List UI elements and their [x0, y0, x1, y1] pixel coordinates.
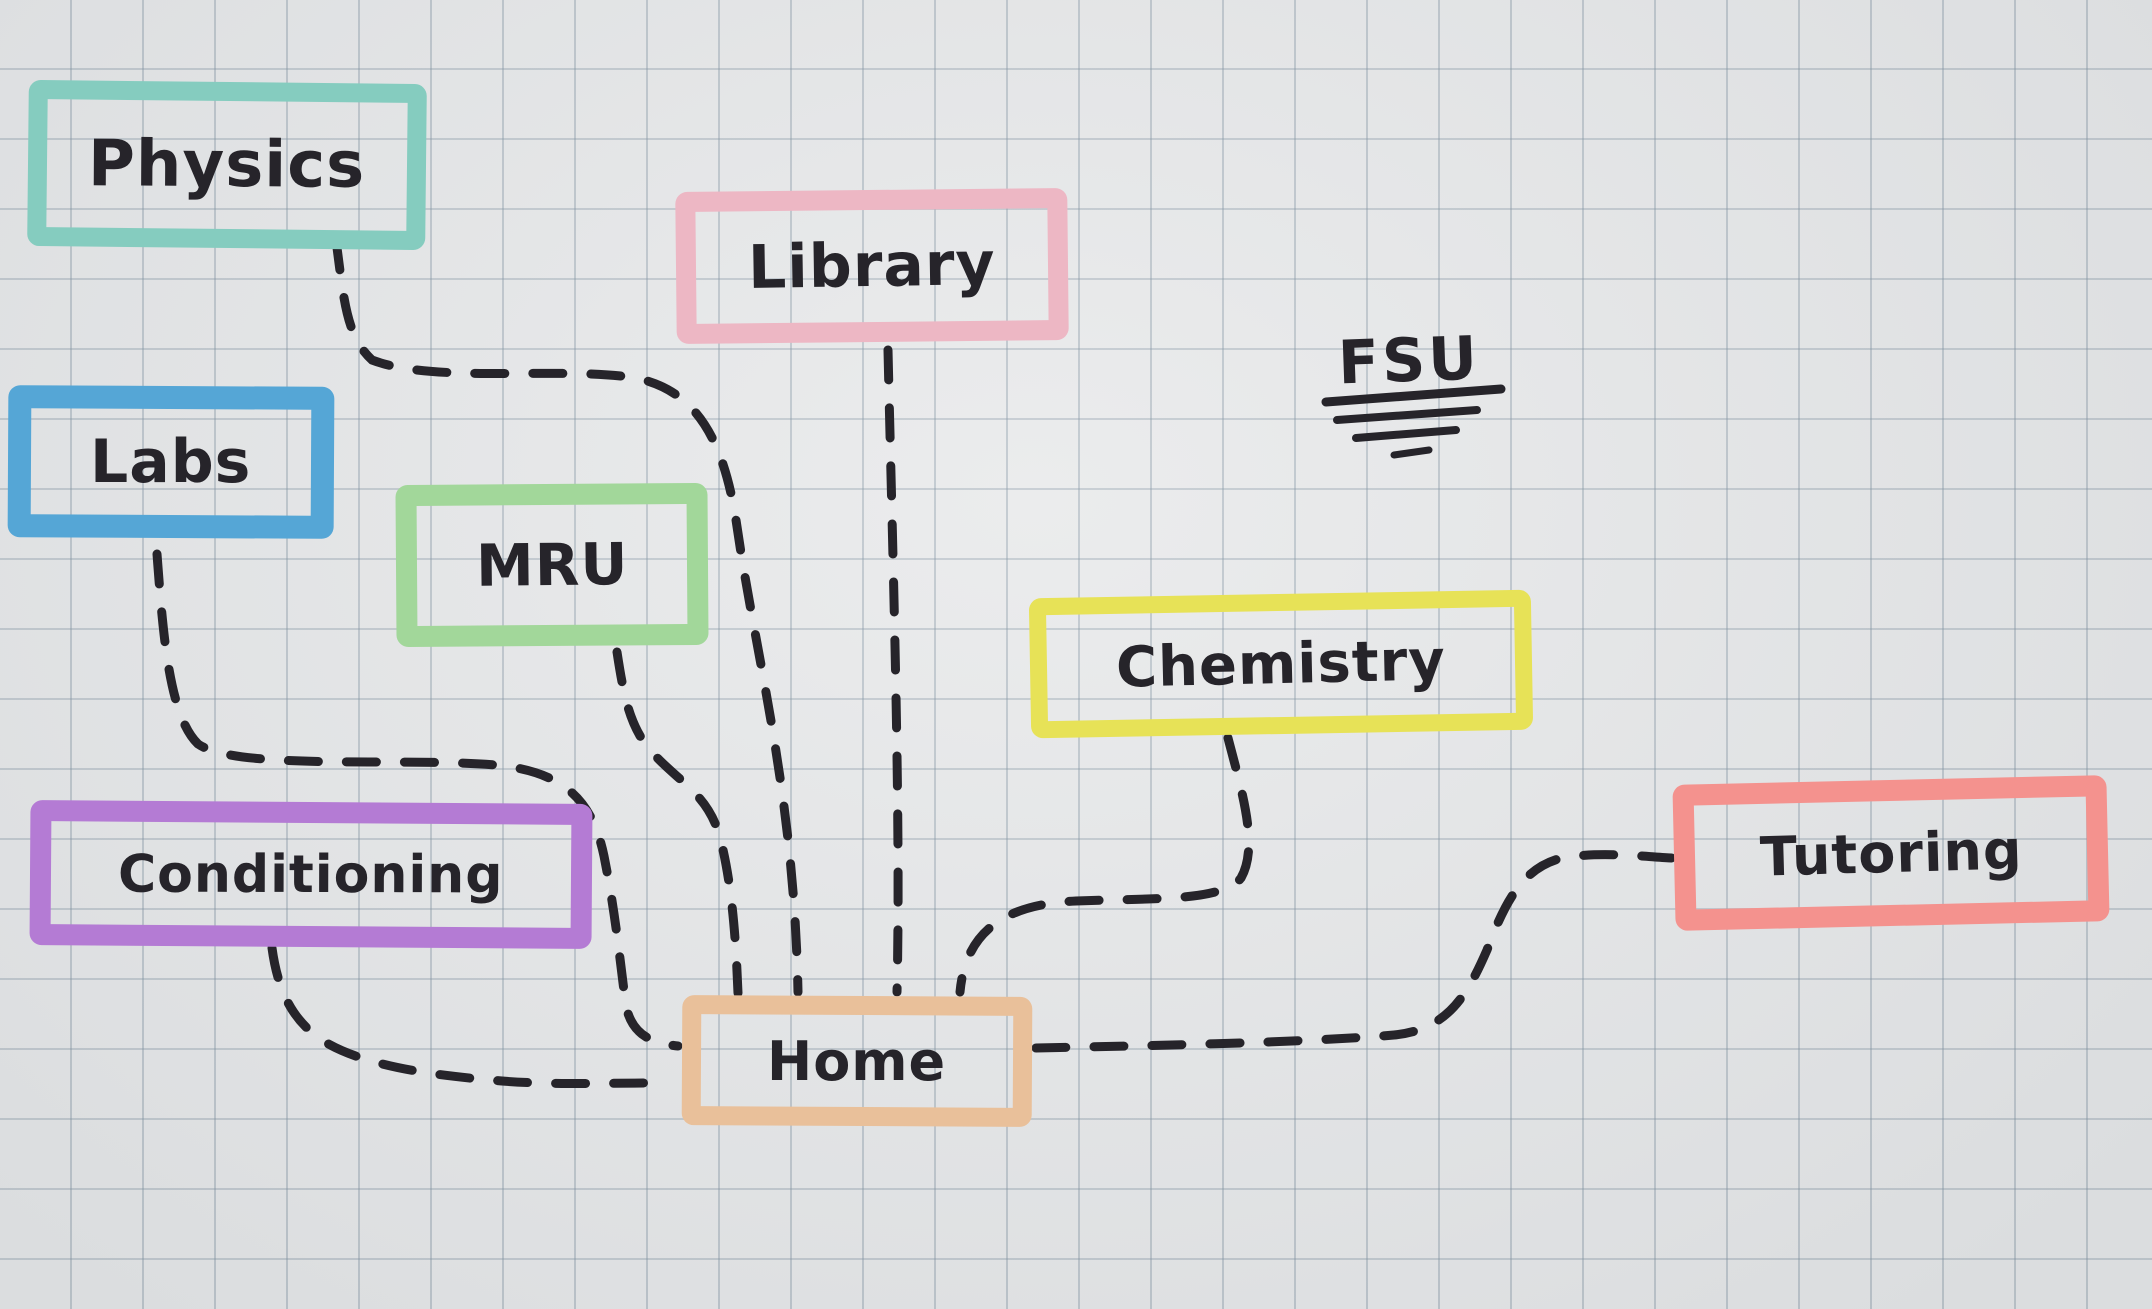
node-labs-label: Labs: [90, 426, 252, 497]
node-tutoring: Tutoring: [1672, 775, 2110, 931]
node-tutoring-label: Tutoring: [1758, 817, 2024, 889]
node-conditioning: Conditioning: [29, 800, 593, 949]
connector-chemistry-home: [955, 733, 1254, 997]
node-conditioning-label: Conditioning: [118, 844, 504, 905]
node-library: Library: [675, 187, 1069, 345]
connector-labs-home: [152, 549, 683, 1051]
node-home: Home: [681, 995, 1033, 1127]
node-mru-label: MRU: [475, 530, 629, 600]
node-home-label: Home: [767, 1029, 947, 1093]
diagram-title: FSU: [1336, 323, 1482, 399]
node-chemistry-label: Chemistry: [1115, 627, 1447, 701]
connector-physics-home: [331, 235, 803, 997]
node-labs: Labs: [7, 385, 335, 539]
node-library-label: Library: [747, 229, 997, 303]
node-physics-label: Physics: [88, 127, 366, 203]
connector-library-home: [883, 345, 903, 997]
node-mru: MRU: [395, 482, 709, 648]
connector-conditioning-home: [267, 943, 655, 1088]
node-chemistry: Chemistry: [1028, 589, 1534, 739]
connector-mru-home: [612, 647, 743, 998]
connector-home-tutoring: [1031, 850, 1677, 1053]
node-physics: Physics: [27, 79, 427, 251]
fsu-underlines: [1321, 384, 1506, 459]
